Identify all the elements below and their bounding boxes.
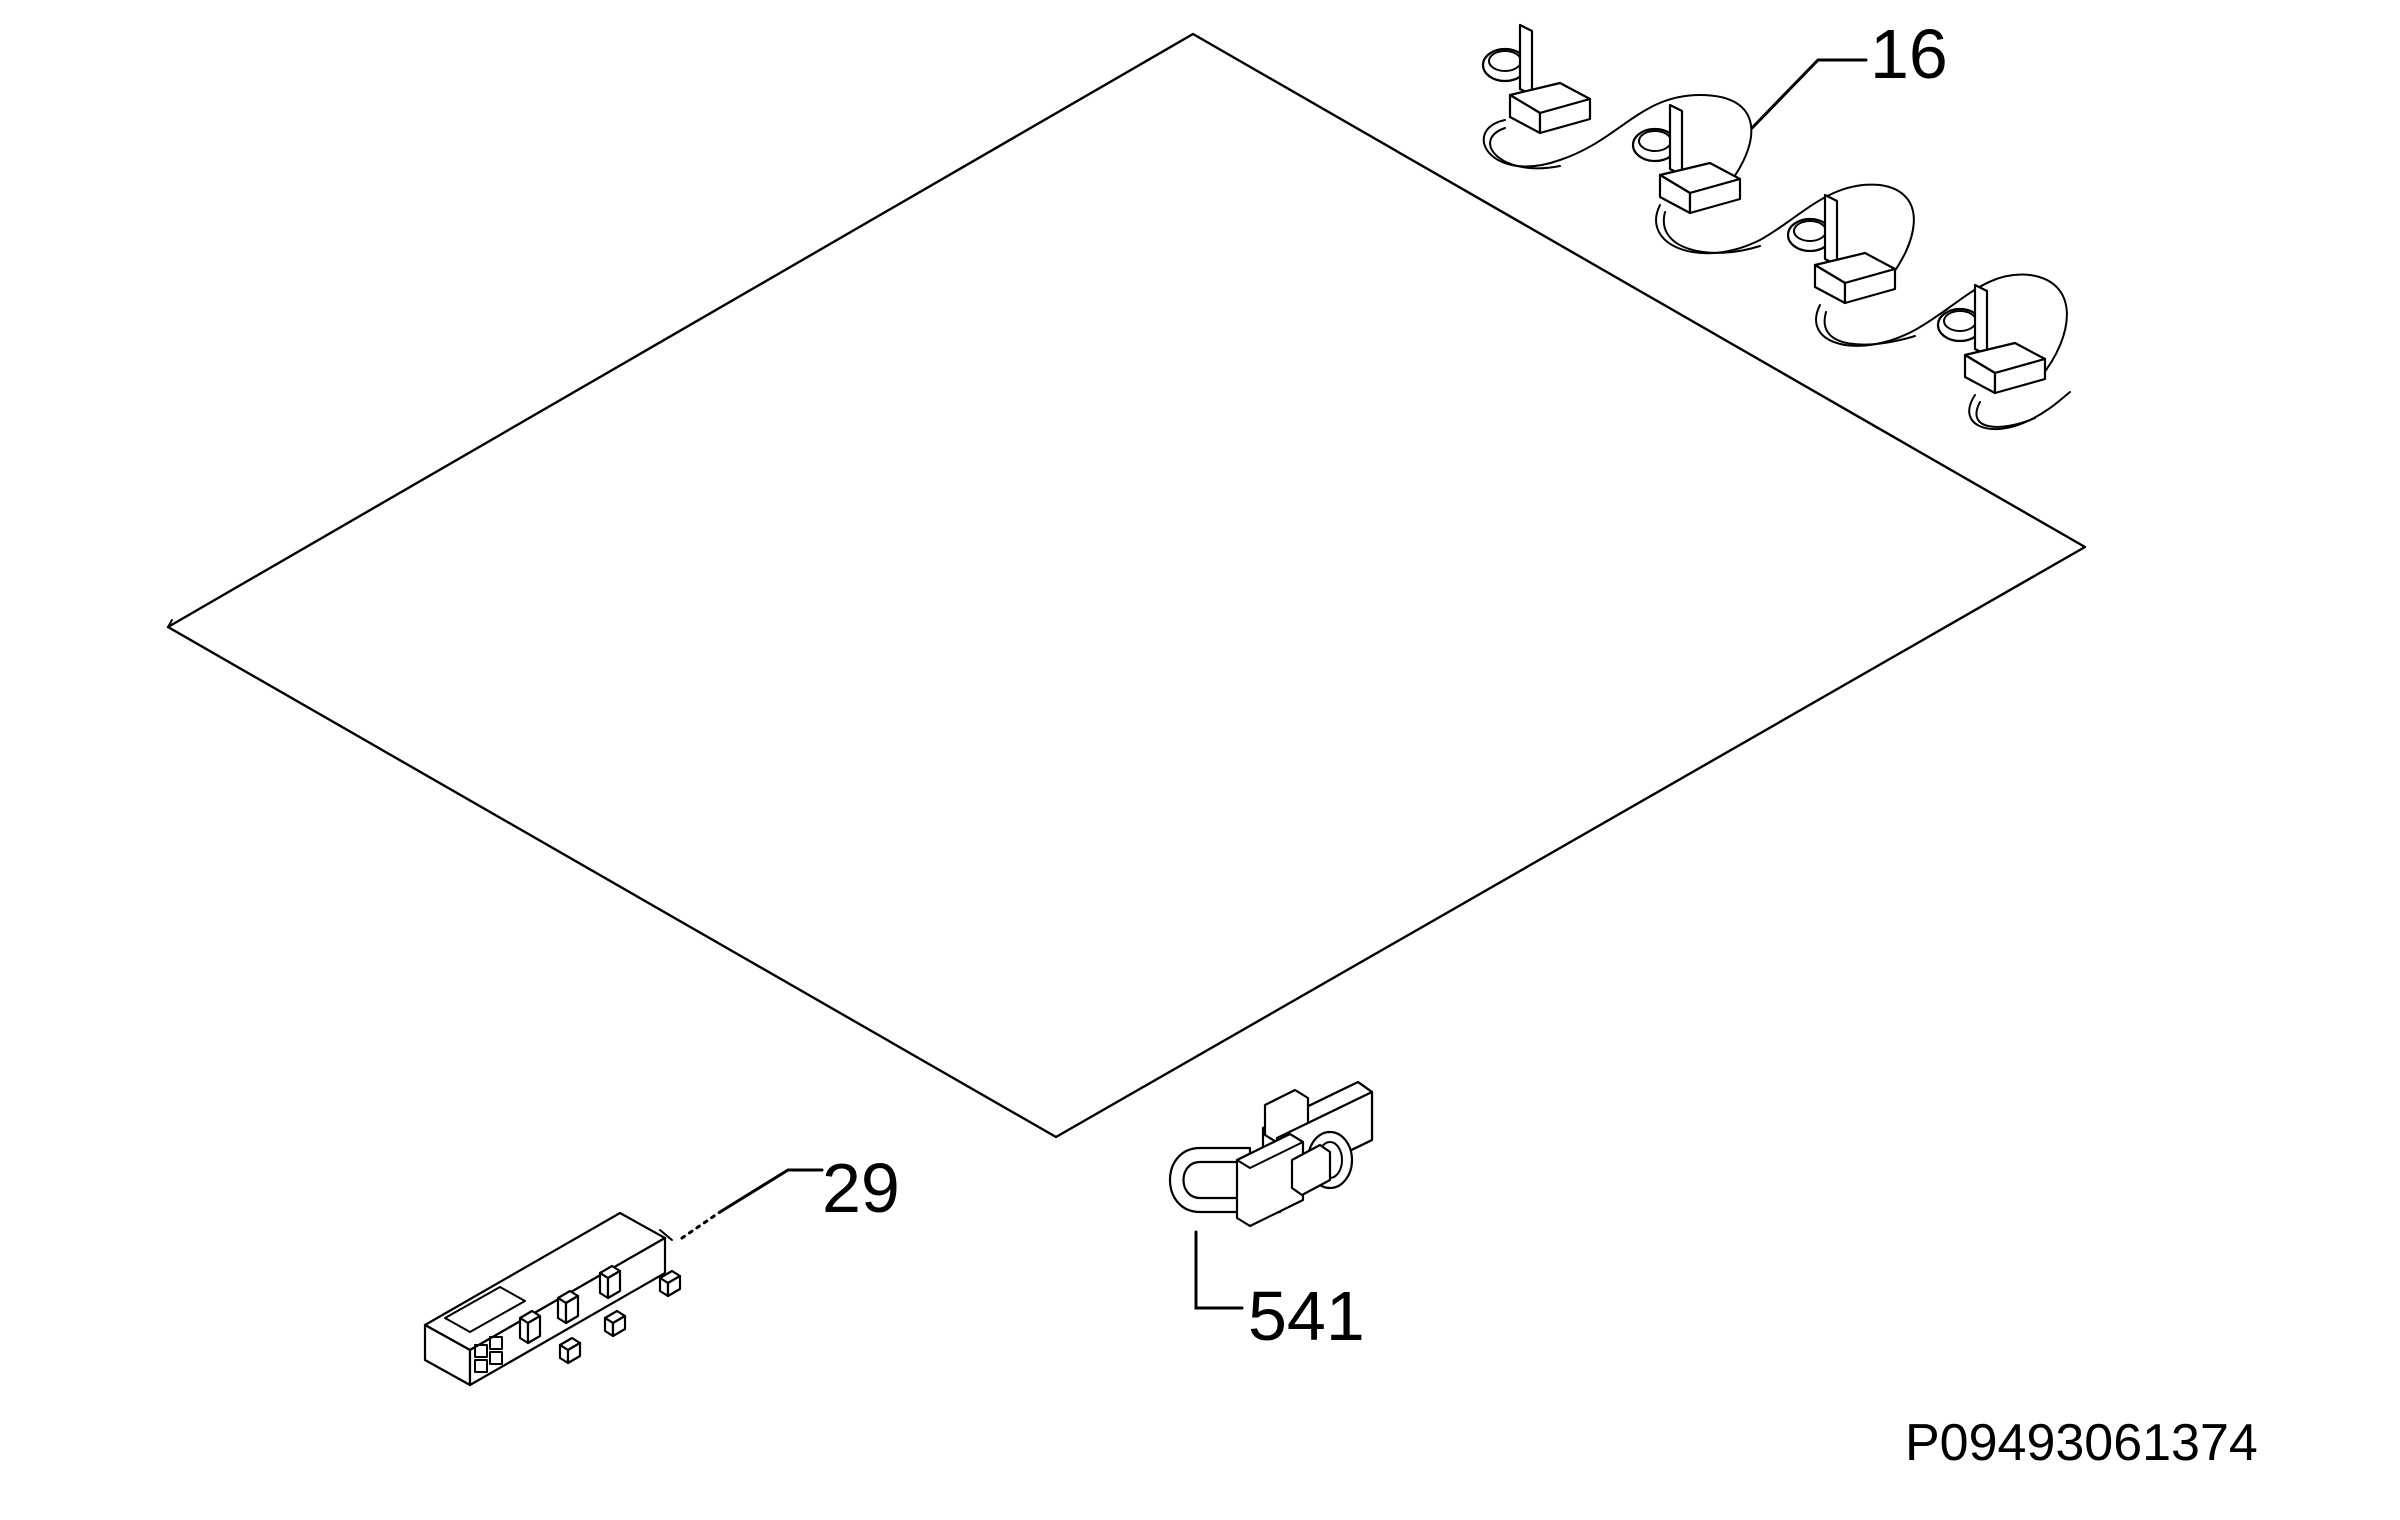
terminal-icon — [518, 1309, 542, 1345]
callout-16: 16 — [1750, 15, 1948, 130]
ignition-unit-icon — [423, 1211, 682, 1387]
callout-29-label: 29 — [822, 1149, 900, 1227]
terminal-icon — [556, 1289, 580, 1325]
thermocouple-clip-icon — [1481, 23, 1592, 135]
terminal-icon — [658, 1269, 682, 1298]
terminal-icon — [603, 1309, 627, 1338]
thermocouple-clip-icon — [1631, 103, 1742, 215]
thermocouple-clip-icon — [1936, 283, 2047, 395]
hob-plate-icon — [166, 32, 2087, 1139]
thermocouple-clip-icon — [1786, 193, 1897, 305]
terminal-icon — [558, 1336, 582, 1365]
switch-icon — [1168, 1080, 1374, 1228]
terminal-icon — [598, 1264, 622, 1300]
callout-541: 541 — [1194, 1230, 1365, 1355]
callout-29: 29 — [680, 1149, 900, 1240]
drawing-reference: P09493061374 — [1905, 1414, 2258, 1472]
callout-541-label: 541 — [1248, 1277, 1365, 1355]
callout-16-label: 16 — [1870, 15, 1948, 93]
thermocouple-chain — [1481, 23, 2071, 430]
